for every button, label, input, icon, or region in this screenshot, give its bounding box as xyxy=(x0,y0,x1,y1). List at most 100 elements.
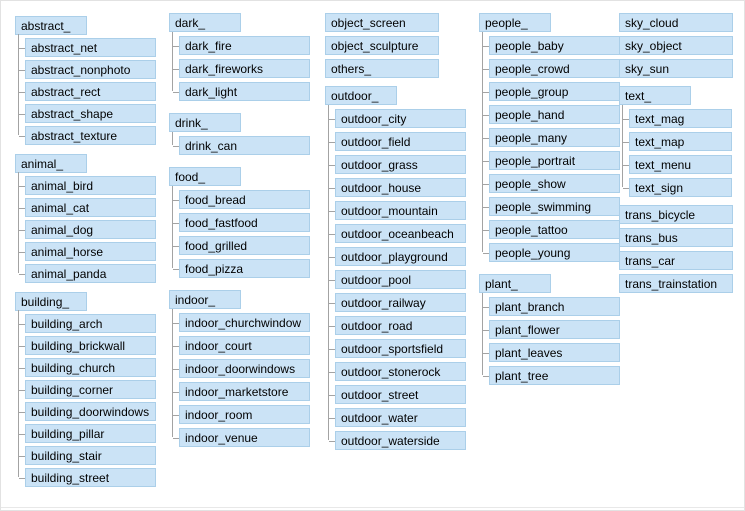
tree-children-of-indoor_: indoor_churchwindow indoor_court indoor_do… xyxy=(169,309,310,447)
tree-group-sky_sun: sky_sun xyxy=(619,59,733,78)
tree-item-people_baby[interactable]: people_baby xyxy=(483,36,620,55)
tree-item-food_pizza[interactable]: food_pizza xyxy=(173,259,310,278)
tree-item-food_fastfood[interactable]: food_fastfood xyxy=(173,213,310,232)
tree-item-trans_car[interactable]: trans_car xyxy=(619,251,733,270)
tree-item-outdoor_stonerock[interactable]: outdoor_stonerock xyxy=(329,362,466,381)
tree-item-drink_can[interactable]: drink_can xyxy=(173,136,310,155)
tree-item-food_[interactable]: food_ xyxy=(169,167,241,186)
tree-item-outdoor_railway[interactable]: outdoor_railway xyxy=(329,293,466,312)
tree-item-abstract_shape[interactable]: abstract_shape xyxy=(19,104,156,123)
tree-item-sky_cloud[interactable]: sky_cloud xyxy=(619,13,733,32)
tree-item-indoor_doorwindows[interactable]: indoor_doorwindows xyxy=(173,359,310,378)
tree-children-of-text_: text_mag text_map text_menu text_sign xyxy=(619,105,733,197)
tree-item-people_swimming[interactable]: people_swimming xyxy=(483,197,620,216)
tree-item-animal_cat[interactable]: animal_cat xyxy=(19,198,156,217)
tree-item-food_bread[interactable]: food_bread xyxy=(173,190,310,209)
tree-item-indoor_room[interactable]: indoor_room xyxy=(173,405,310,424)
tree-item-outdoor_city[interactable]: outdoor_city xyxy=(329,109,466,128)
tree-item-people_many[interactable]: people_many xyxy=(483,128,620,147)
tree-item-dark_light[interactable]: dark_light xyxy=(173,82,310,101)
tree-item-outdoor_sportsfield[interactable]: outdoor_sportsfield xyxy=(329,339,466,358)
tree-item-sky_sun[interactable]: sky_sun xyxy=(619,59,733,78)
tree-item-trans_bicycle[interactable]: trans_bicycle xyxy=(619,205,733,224)
tree-group-building_: building_ building_arch building_brickwall… xyxy=(15,292,156,487)
tree-item-outdoor_playground[interactable]: outdoor_playground xyxy=(329,247,466,266)
tree-item-object_screen[interactable]: object_screen xyxy=(325,13,439,32)
tree-column-4: people_ people_baby people_crowd people_gro… xyxy=(479,13,620,389)
tree-item-outdoor_road[interactable]: outdoor_road xyxy=(329,316,466,335)
tree-item-people_tattoo[interactable]: people_tattoo xyxy=(483,220,620,239)
tree-children-of-dark_: dark_fire dark_fireworks dark_light xyxy=(169,32,310,101)
tree-item-people_show[interactable]: people_show xyxy=(483,174,620,193)
tree-item-trans_trainstation[interactable]: trans_trainstation xyxy=(619,274,733,293)
tree-item-animal_[interactable]: animal_ xyxy=(15,154,87,173)
tree-item-plant_tree[interactable]: plant_tree xyxy=(483,366,620,385)
tree-item-plant_leaves[interactable]: plant_leaves xyxy=(483,343,620,362)
tree-item-abstract_texture[interactable]: abstract_texture xyxy=(19,126,156,145)
tree-item-animal_horse[interactable]: animal_horse xyxy=(19,242,156,261)
tree-item-indoor_venue[interactable]: indoor_venue xyxy=(173,428,310,447)
tree-item-indoor_court[interactable]: indoor_court xyxy=(173,336,310,355)
tree-item-text_map[interactable]: text_map xyxy=(623,132,732,151)
tree-item-people_[interactable]: people_ xyxy=(479,13,551,32)
tree-item-plant_flower[interactable]: plant_flower xyxy=(483,320,620,339)
tree-item-others_[interactable]: others_ xyxy=(325,59,439,78)
tree-item-dark_fire[interactable]: dark_fire xyxy=(173,36,310,55)
tree-item-building_[interactable]: building_ xyxy=(15,292,87,311)
tree-item-indoor_[interactable]: indoor_ xyxy=(169,290,241,309)
tree-item-outdoor_water[interactable]: outdoor_water xyxy=(329,408,466,427)
tree-item-indoor_churchwindow[interactable]: indoor_churchwindow xyxy=(173,313,310,332)
tree-children-of-food_: food_bread food_fastfood food_grilled food_… xyxy=(169,186,310,278)
tree-item-dark_fireworks[interactable]: dark_fireworks xyxy=(173,59,310,78)
tree-item-food_grilled[interactable]: food_grilled xyxy=(173,236,310,255)
tree-group-object_sculpture: object_sculpture xyxy=(325,36,466,55)
tree-item-building_doorwindows[interactable]: building_doorwindows xyxy=(19,402,156,421)
tree-item-text_menu[interactable]: text_menu xyxy=(623,155,732,174)
tree-item-building_arch[interactable]: building_arch xyxy=(19,314,156,333)
tree-children-of-animal_: animal_bird animal_cat animal_dog animal_ho… xyxy=(15,172,156,283)
tree-item-plant_[interactable]: plant_ xyxy=(479,274,551,293)
tree-item-building_brickwall[interactable]: building_brickwall xyxy=(19,336,156,355)
tree-item-people_crowd[interactable]: people_crowd xyxy=(483,59,620,78)
tree-item-animal_dog[interactable]: animal_dog xyxy=(19,220,156,239)
tree-item-people_group[interactable]: people_group xyxy=(483,82,620,101)
tree-item-trans_bus[interactable]: trans_bus xyxy=(619,228,733,247)
tree-item-people_hand[interactable]: people_hand xyxy=(483,105,620,124)
tree-item-plant_branch[interactable]: plant_branch xyxy=(483,297,620,316)
tree-item-outdoor_waterside[interactable]: outdoor_waterside xyxy=(329,431,466,450)
tree-item-people_young[interactable]: people_young xyxy=(483,243,620,262)
tree-item-sky_object[interactable]: sky_object xyxy=(619,36,733,55)
tree-item-outdoor_grass[interactable]: outdoor_grass xyxy=(329,155,466,174)
tree-item-outdoor_mountain[interactable]: outdoor_mountain xyxy=(329,201,466,220)
tree-item-animal_panda[interactable]: animal_panda xyxy=(19,264,156,283)
tree-item-abstract_[interactable]: abstract_ xyxy=(15,16,87,35)
tree-item-animal_bird[interactable]: animal_bird xyxy=(19,176,156,195)
tree-item-abstract_net[interactable]: abstract_net xyxy=(19,38,156,57)
tree-group-trans_trainstation: trans_trainstation xyxy=(619,274,733,293)
tree-item-text_sign[interactable]: text_sign xyxy=(623,178,732,197)
tree-item-building_street[interactable]: building_street xyxy=(19,468,156,487)
tree-item-text_mag[interactable]: text_mag xyxy=(623,109,732,128)
tree-item-building_church[interactable]: building_church xyxy=(19,358,156,377)
tree-item-abstract_nonphoto[interactable]: abstract_nonphoto xyxy=(19,60,156,79)
tree-item-dark_[interactable]: dark_ xyxy=(169,13,241,32)
tree-item-outdoor_field[interactable]: outdoor_field xyxy=(329,132,466,151)
tree-item-object_sculpture[interactable]: object_sculpture xyxy=(325,36,439,55)
tree-item-outdoor_oceanbeach[interactable]: outdoor_oceanbeach xyxy=(329,224,466,243)
tree-item-text_[interactable]: text_ xyxy=(619,86,691,105)
tree-item-outdoor_[interactable]: outdoor_ xyxy=(325,86,397,105)
tree-item-abstract_rect[interactable]: abstract_rect xyxy=(19,82,156,101)
tree-item-outdoor_pool[interactable]: outdoor_pool xyxy=(329,270,466,289)
tree-item-building_corner[interactable]: building_corner xyxy=(19,380,156,399)
tree-item-people_portrait[interactable]: people_portrait xyxy=(483,151,620,170)
tree-item-building_pillar[interactable]: building_pillar xyxy=(19,424,156,443)
tree-item-indoor_marketstore[interactable]: indoor_marketstore xyxy=(173,382,310,401)
tree-item-building_stair[interactable]: building_stair xyxy=(19,446,156,465)
tree-item-drink_[interactable]: drink_ xyxy=(169,113,241,132)
tree-item-outdoor_street[interactable]: outdoor_street xyxy=(329,385,466,404)
tree-item-outdoor_house[interactable]: outdoor_house xyxy=(329,178,466,197)
